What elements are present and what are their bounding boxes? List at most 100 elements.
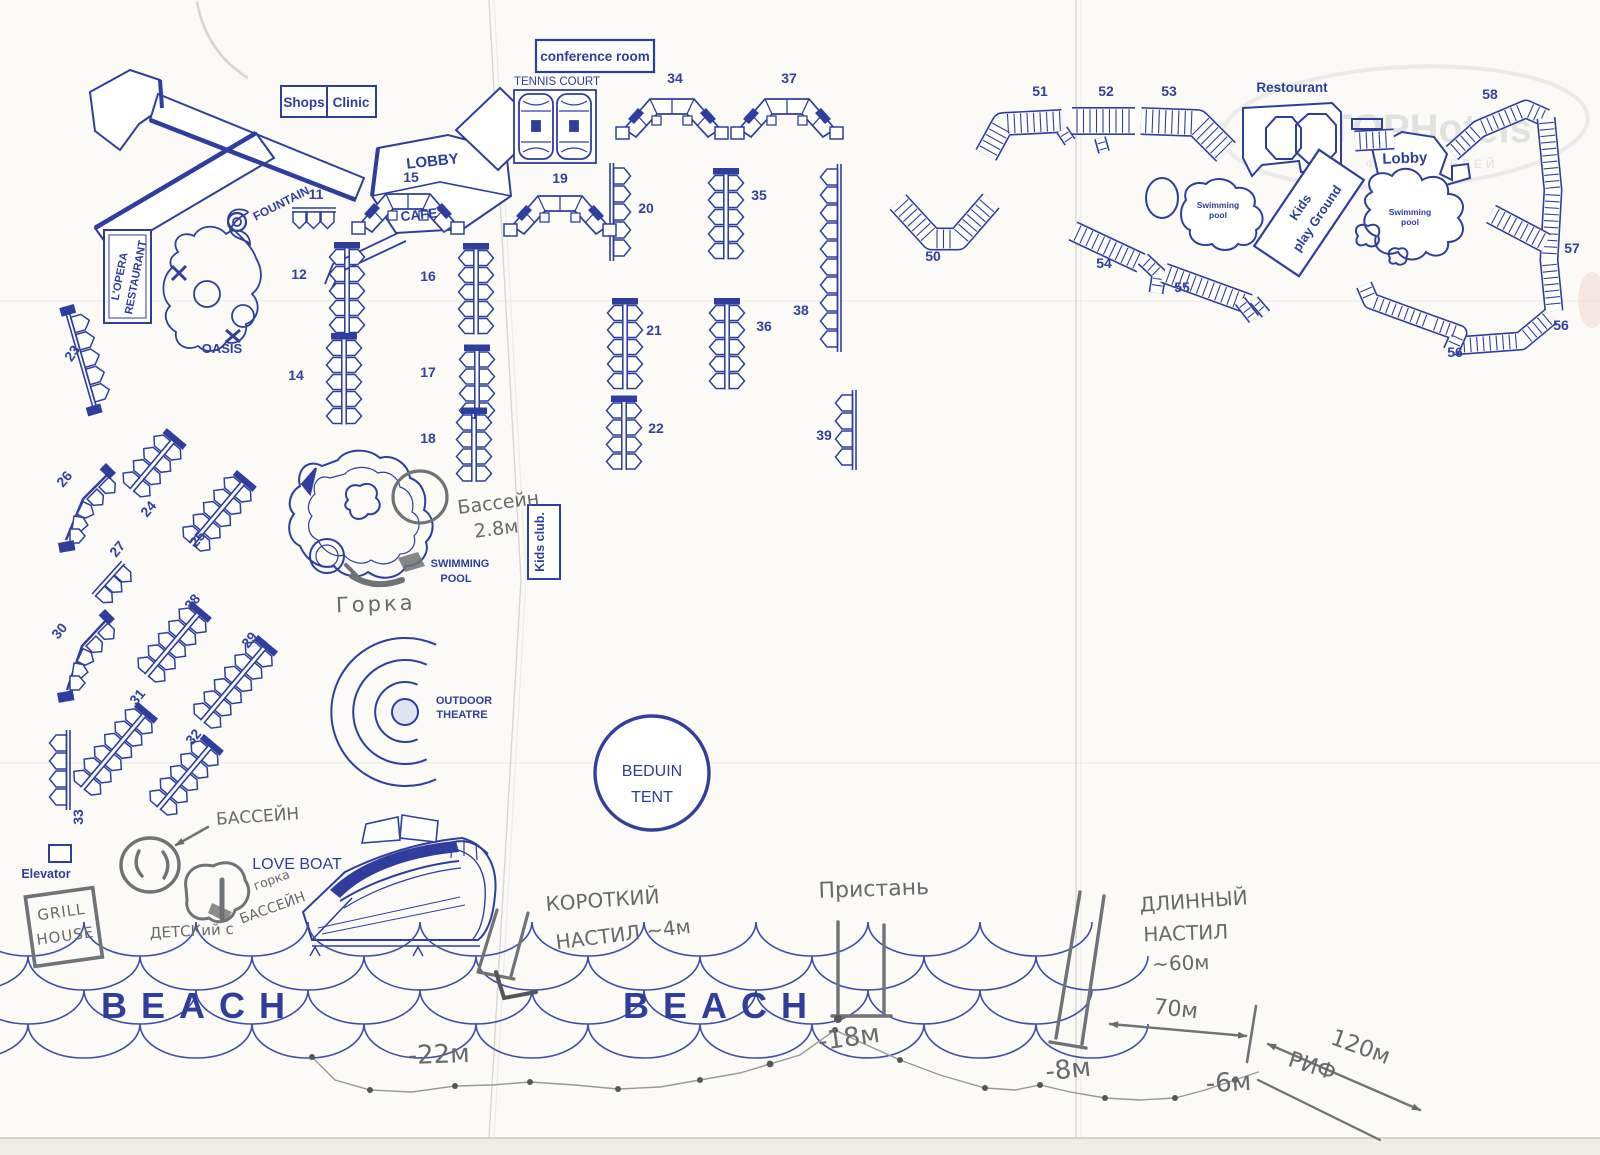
building-number-31: 31	[126, 686, 148, 708]
shops-clinic-box: Shops Clinic	[280, 85, 377, 118]
love-boat-drawing	[301, 814, 497, 957]
pristan-pier	[830, 920, 893, 1018]
pencil-note-dlinny-3: ~60м	[1152, 950, 1210, 976]
pencil-note-depth-6: -6м	[1205, 1067, 1252, 1099]
conference-room-label: conference room	[540, 49, 650, 64]
building-strip	[48, 730, 71, 810]
building-number-21: 21	[646, 322, 662, 338]
pencil-note-depth-22: -22м	[407, 1039, 470, 1071]
wave-arc	[755, 989, 869, 1025]
building-ladder-band	[1234, 297, 1260, 323]
conference-room-box: conference room	[534, 38, 656, 74]
building-block	[73, 701, 158, 796]
pink-smudge	[1578, 272, 1600, 328]
label-swimming-pool-2b: pool	[1209, 210, 1227, 220]
pencil-note-depth-18: -18м	[816, 1019, 882, 1057]
lopera-restaurant-inner	[108, 234, 147, 319]
tennis-court	[513, 89, 597, 164]
pencil-note-pristan: Пристань	[818, 875, 929, 904]
label-swimming-pool-1b: POOL	[440, 573, 471, 585]
label-beach-left: BEACH	[101, 985, 299, 1026]
boat-windshield-struts	[450, 840, 478, 861]
wave-arc	[643, 921, 757, 957]
kids-playground-box: Kids play Ground	[1252, 148, 1366, 278]
wave-arc	[811, 955, 925, 991]
pencil-kids-slide-base	[208, 903, 232, 922]
building-ladder-band	[1056, 126, 1076, 146]
pencil-boat-pool-circle	[119, 836, 181, 894]
pool-island	[344, 482, 381, 520]
outdoor-theatre	[330, 637, 437, 787]
wave-arc	[531, 921, 645, 957]
pencil-slide-platform	[398, 552, 425, 572]
wave-arc	[251, 955, 365, 991]
label-swimming-pool-3b: pool	[1401, 217, 1419, 227]
building-number-51: 51	[1032, 83, 1048, 99]
wave-arc	[83, 989, 197, 1025]
oasis-pond-2	[231, 304, 255, 328]
boat-deck-line-2	[343, 867, 462, 909]
pool-dark-wedge	[300, 467, 317, 497]
kids-club-box: Kids club.	[527, 504, 561, 580]
building-number-57: 57	[1564, 240, 1580, 256]
oasis-fountain-inner	[232, 217, 242, 227]
beach-waves-layer	[0, 921, 1149, 1059]
theatre-arc-2	[352, 659, 428, 765]
building-ladder-band	[975, 109, 1063, 161]
wave-arc	[83, 921, 197, 957]
right-pools	[1145, 167, 1464, 266]
wave-arc	[699, 1023, 813, 1059]
building-number-20: 20	[638, 200, 654, 216]
label-lobby-right: Lobby	[1382, 149, 1428, 168]
building-number-36: 36	[756, 318, 772, 334]
building-block	[182, 470, 257, 552]
label-beduin-a: BEDUIN	[622, 763, 682, 780]
lopera-restaurant-building	[103, 229, 152, 324]
pencil-note-detskiy: ДЕТСКий с	[149, 920, 234, 942]
wave-arc	[811, 1023, 925, 1059]
building-arc	[351, 193, 465, 235]
building-number-53: 53	[1161, 83, 1177, 99]
building-elbow	[58, 462, 117, 553]
wave-arc	[307, 989, 421, 1025]
pencil-doodles	[23, 469, 1422, 1142]
long-pier	[1048, 890, 1106, 1050]
label-oasis: OASIS	[202, 341, 243, 356]
tennis-net-2	[569, 120, 579, 132]
wave-arc	[587, 1023, 701, 1059]
wave-arc	[979, 989, 1093, 1025]
wave-arc	[0, 955, 29, 987]
label-swimming-pool-2a: Swimming	[1197, 200, 1240, 210]
pencil-note-dist-70: 70м	[1152, 995, 1199, 1025]
pencil-note-grill-1: GRILL	[36, 900, 86, 925]
theatre-arc-3	[330, 637, 437, 787]
oasis-pond-1	[193, 280, 221, 308]
pencil-slide-main	[349, 573, 405, 588]
building-ladder-band	[1160, 263, 1253, 314]
wave-arc	[923, 955, 1037, 991]
building-arc	[503, 195, 617, 237]
swimming-pool-far-right	[1363, 167, 1464, 261]
building-number-16: 16	[420, 268, 436, 284]
building-number-58: 58	[1482, 86, 1498, 102]
building-number-35: 35	[751, 187, 767, 203]
building-block	[328, 242, 366, 334]
wave-arc	[531, 989, 645, 1025]
wave-arc	[0, 989, 85, 1025]
building-block	[458, 344, 496, 419]
tennis-court-2	[556, 93, 592, 160]
wave-arc	[1035, 1023, 1149, 1059]
oasis-bridge-2	[225, 328, 241, 344]
bold-edge-lobby	[370, 147, 380, 197]
building-number-26: 26	[53, 468, 75, 490]
tennis-court-1	[518, 93, 554, 160]
boat-dark-band	[330, 841, 459, 898]
oasis-bridge-1	[170, 264, 188, 282]
wave-arc	[643, 989, 757, 1025]
buoy-dots	[309, 1027, 1238, 1101]
pristan-pier-dot	[834, 1015, 842, 1023]
building-number-15: 15	[403, 169, 419, 185]
label-beach-mid: BEACH	[623, 985, 821, 1026]
wave-arc	[139, 955, 253, 991]
